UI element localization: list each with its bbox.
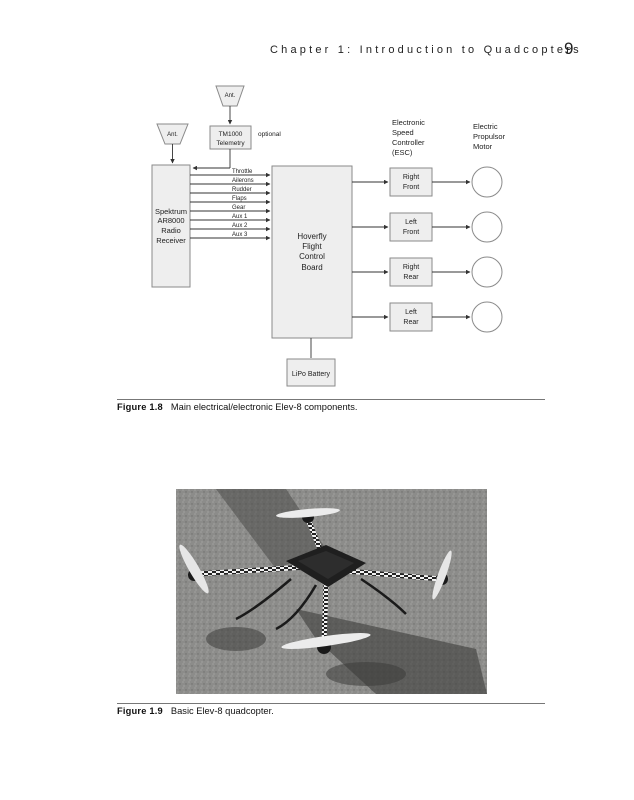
telemetry-box: TM1000 Telemetry	[210, 126, 251, 149]
esc-left-rear: Left Rear	[352, 302, 502, 332]
channel-label: Ailerons	[232, 178, 254, 184]
board-line-1: Hoverfly	[297, 232, 326, 241]
battery-label: LiPo Battery	[292, 371, 331, 378]
receiver-line-1: Spektrum	[155, 207, 187, 216]
esc-label: Left	[405, 309, 417, 316]
motor-header: Electric Propulsor Motor	[473, 122, 506, 151]
esc-header-line: Speed	[392, 128, 414, 137]
optional-label: optional	[258, 131, 281, 138]
figure-1-8-label: Figure 1.8	[117, 402, 163, 412]
antenna-receiver-label: Ant.	[167, 132, 178, 138]
quadcopter-photo	[176, 489, 487, 694]
board-line-4: Board	[301, 263, 322, 272]
motor-header-line: Propulsor	[473, 132, 506, 141]
motor-left-front	[472, 212, 502, 242]
board-line-2: Flight	[302, 242, 322, 251]
motor-right-rear	[472, 257, 502, 287]
channel-lines	[190, 175, 270, 238]
channel-label: Gear	[232, 205, 245, 211]
figure-1-8-caption: Figure 1.8 Main electrical/electronic Ele…	[117, 402, 357, 412]
battery-box: LiPo Battery	[287, 338, 335, 386]
flight-control-board: Hoverfly Flight Control Board	[272, 166, 352, 338]
esc-label: Left	[405, 219, 417, 226]
receiver-line-3: Radio	[161, 226, 181, 235]
channel-label: Throttle	[232, 169, 253, 175]
esc-right-front: Right Front	[352, 167, 502, 197]
esc-right-rear: Right Rear	[352, 257, 502, 287]
esc-left-front: Left Front	[352, 212, 502, 242]
receiver-line-4: Receiver	[156, 236, 186, 245]
figure-1-9-label: Figure 1.9	[117, 706, 163, 716]
antenna-receiver: Ant.	[157, 124, 188, 163]
esc-label: Front	[403, 184, 419, 191]
figure-1-9-rule	[117, 703, 545, 704]
esc-header-line: Controller	[392, 138, 425, 147]
telemetry-line-2: Telemetry	[216, 140, 245, 147]
telemetry-line-1: TM1000	[219, 131, 243, 138]
esc-label: Rear	[403, 319, 419, 326]
channel-label: Flaps	[232, 196, 247, 202]
antenna-telemetry-label: Ant.	[225, 93, 236, 99]
motor-left-rear	[472, 302, 502, 332]
esc-header: Electronic Speed Controller (ESC)	[392, 118, 425, 157]
motor-right-front	[472, 167, 502, 197]
channel-label: Aux 2	[232, 223, 248, 229]
figure-1-9-caption: Figure 1.9 Basic Elev-8 quadcopter.	[117, 706, 274, 716]
esc-label: Right	[403, 264, 419, 271]
channel-labels: Throttle Ailerons Rudder Flaps Gear Aux …	[232, 169, 254, 238]
esc-label: Rear	[403, 274, 419, 281]
motor-header-line: Electric	[473, 122, 498, 131]
esc-header-line: (ESC)	[392, 148, 413, 157]
channel-label: Aux 1	[232, 214, 248, 220]
esc-label: Front	[403, 229, 419, 236]
esc-label: Right	[403, 174, 419, 181]
figure-1-8-caption-text: Main electrical/electronic Elev-8 compon…	[171, 402, 358, 412]
channel-label: Aux 3	[232, 232, 248, 238]
receiver-box: Spektrum AR8000 Radio Receiver	[152, 165, 190, 287]
channel-label: Rudder	[232, 187, 252, 193]
figure-1-8-diagram: Ant. TM1000 Telemetry optional Ant. Spek…	[0, 0, 634, 420]
esc-header-line: Electronic	[392, 118, 425, 127]
motor-header-line: Motor	[473, 142, 493, 151]
figure-1-9-caption-text: Basic Elev-8 quadcopter.	[171, 706, 274, 716]
figure-1-8-rule	[117, 399, 545, 400]
antenna-telemetry: Ant.	[216, 86, 244, 124]
board-line-3: Control	[299, 252, 325, 261]
receiver-line-2: AR8000	[157, 216, 184, 225]
